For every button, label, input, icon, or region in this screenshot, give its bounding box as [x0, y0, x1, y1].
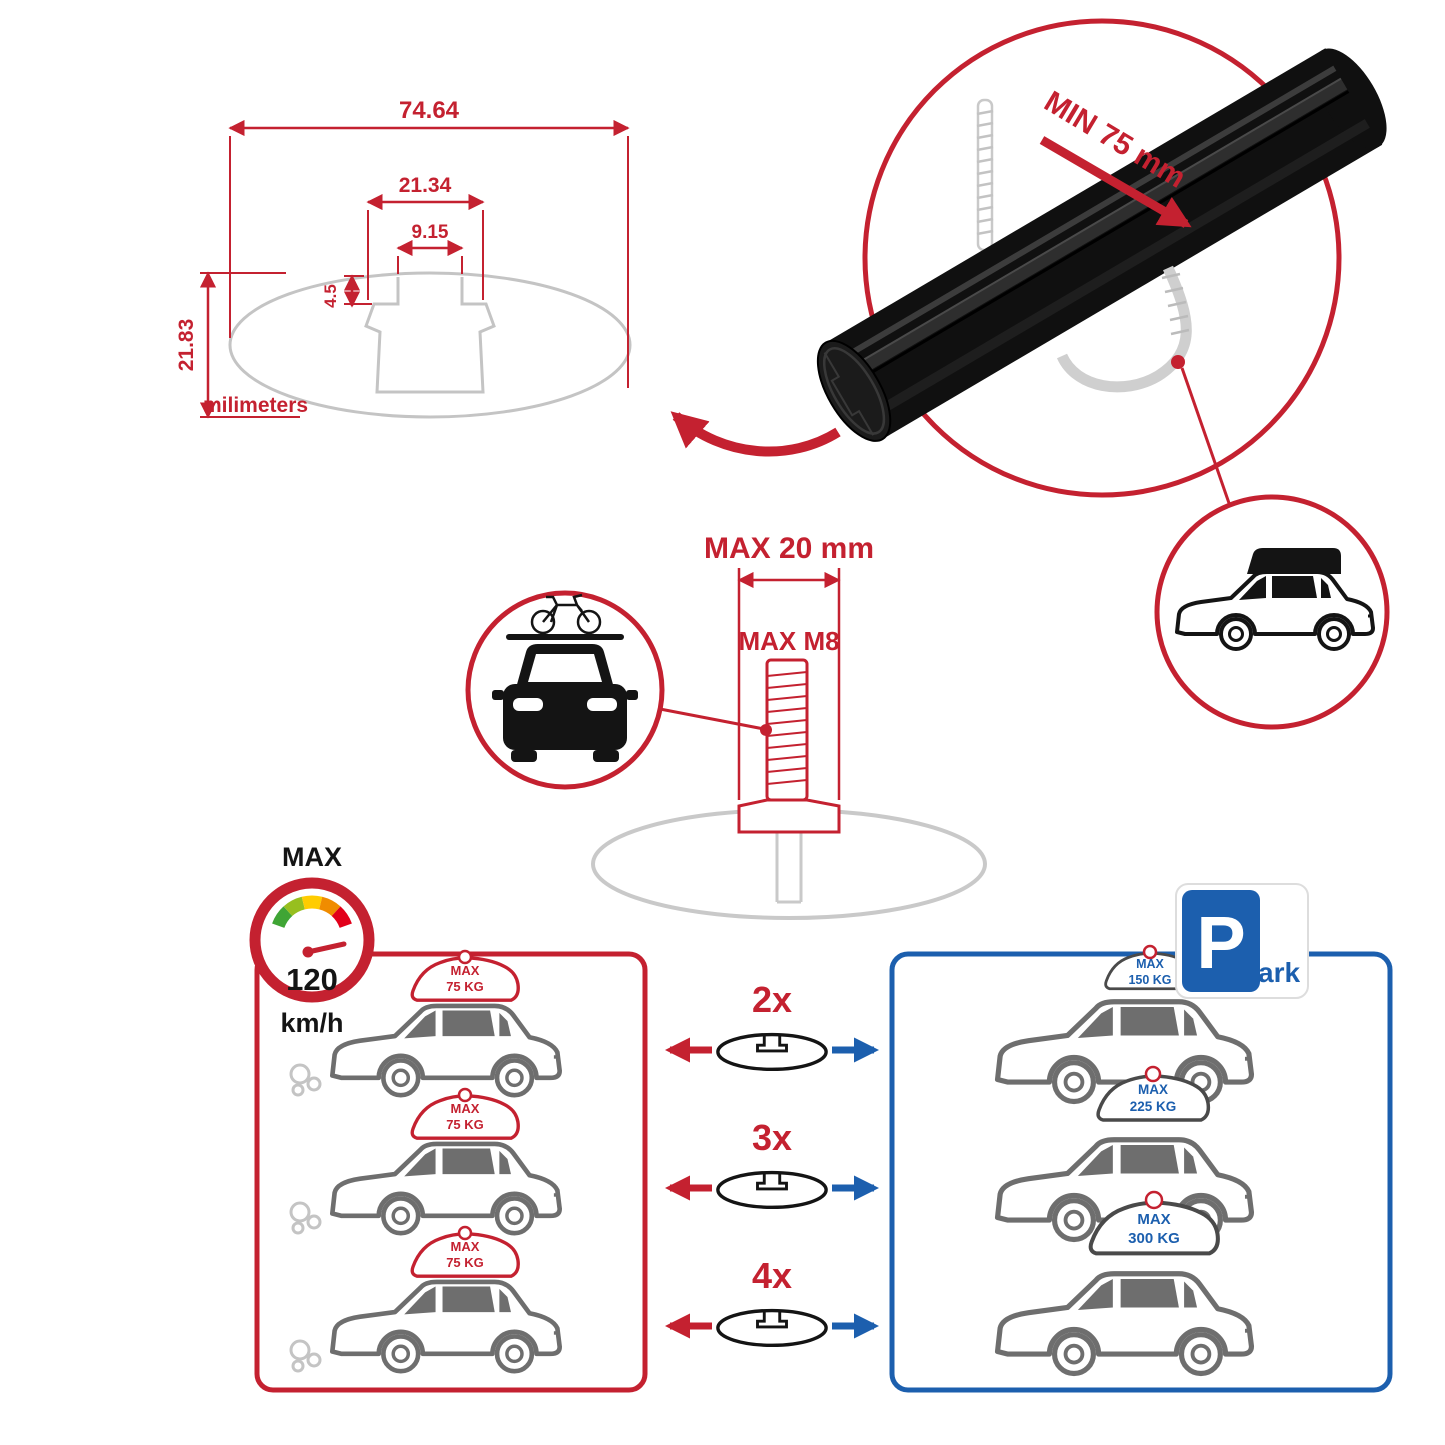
bar-detail-view: MIN 75 mm	[670, 18, 1387, 507]
multiplier-label: 2x	[752, 979, 792, 1020]
right-panel-row-3: MAX 300 KG	[998, 1190, 1252, 1374]
bag-label-weight: 150 KG	[1128, 973, 1171, 987]
park-sign-blue-square	[1182, 890, 1260, 992]
bolt-point-dot	[760, 724, 772, 736]
clamp-hook-lower	[1056, 265, 1192, 393]
right-panel-row-2: MAX 225 KG	[998, 1065, 1252, 1240]
left-panel-row-2: MAX 75 KG	[289, 1087, 560, 1233]
park-sign-ark: ark	[1258, 957, 1300, 988]
clamp-rod-upper	[976, 98, 994, 252]
bar-end-cap	[816, 339, 892, 442]
left-panel-row-3: MAX 75 KG	[289, 1225, 560, 1371]
roof-box-icon	[1247, 548, 1341, 574]
bag-label-max: MAX	[1136, 957, 1164, 971]
bag-label-max: MAX	[451, 963, 480, 978]
park-sign: P ark	[1175, 883, 1309, 999]
car-front-icon	[492, 634, 638, 762]
bag-hook-icon	[457, 949, 473, 965]
right-panel-row-1: MAX 150 KG	[998, 944, 1252, 1102]
bag-label-weight: 75 KG	[446, 1255, 484, 1270]
bike-icon	[530, 593, 602, 635]
dim-slot-inner: 9.15	[412, 222, 449, 243]
section-pointer-arrow	[670, 411, 841, 457]
bag-label-max: MAX	[451, 1239, 480, 1254]
dim-slot-depth: 4.5	[321, 284, 340, 308]
bag-label-weight: 225 KG	[1130, 1099, 1177, 1114]
detail-circle	[862, 18, 1342, 498]
dim-total-width: 74.64	[399, 97, 460, 124]
multiplier-label: 3x	[752, 1117, 792, 1158]
multiplier-row-2: 3x	[664, 1117, 880, 1210]
cross-section-diagram: 74.64 21.34 9.15 4.5 21.83 milimeters	[175, 97, 632, 419]
suv-roofbox-badge	[1154, 494, 1390, 730]
t-slot-profile	[364, 277, 496, 394]
left-panel-row-1: MAX 75 KG	[289, 949, 560, 1095]
bag-label-max: MAX	[1138, 1082, 1168, 1097]
multiplier-row-1: 2x	[664, 979, 880, 1072]
max-width-label: MAX 20 mm	[704, 532, 874, 565]
bag-hook-icon	[1144, 1065, 1162, 1083]
bag-label-max: MAX	[451, 1101, 480, 1116]
multiplier-row-3: 4x	[664, 1255, 880, 1348]
leader-to-suv	[1180, 367, 1232, 507]
crossbar-section-icon	[716, 1308, 828, 1348]
speed-limit-gauge: MAX 120 km/h	[249, 842, 375, 1038]
bag-hook-icon	[1144, 1190, 1164, 1210]
dim-total-height: 21.83	[175, 319, 198, 372]
bag-label-weight: 75 KG	[446, 979, 484, 994]
bag-label-max: MAX	[1137, 1211, 1170, 1228]
bag-hook-icon	[1142, 944, 1158, 960]
speed-max-label: MAX	[282, 842, 342, 872]
speed-value: 120	[286, 962, 338, 997]
min-clamp-arrow	[1039, 136, 1192, 228]
bolt-icon	[737, 658, 841, 834]
max-thread-label: MAX M8	[738, 626, 839, 656]
multiplier-label: 4x	[752, 1255, 792, 1296]
speed-unit: km/h	[280, 1008, 343, 1038]
dim-slot-outer: 21.34	[399, 174, 452, 197]
park-sign-p: P	[1196, 901, 1245, 984]
gauge-needle	[305, 941, 347, 955]
bolt-detail: MAX 20 mm MAX M8	[591, 532, 987, 920]
bag-label-weight: 75 KG	[446, 1117, 484, 1132]
bag-hook-icon	[457, 1225, 473, 1241]
crossbar-3d	[816, 48, 1387, 442]
gauge-arcs	[272, 895, 352, 929]
unit-label: milimeters	[203, 394, 308, 417]
clamp-point-dot	[1171, 355, 1185, 369]
bike-car-badge	[465, 590, 665, 790]
crossbar-section-icon	[716, 1170, 828, 1210]
bag-hook-icon	[457, 1087, 473, 1103]
crossbar-section-icon	[716, 1032, 828, 1072]
bag-label-weight: 300 KG	[1128, 1230, 1180, 1247]
